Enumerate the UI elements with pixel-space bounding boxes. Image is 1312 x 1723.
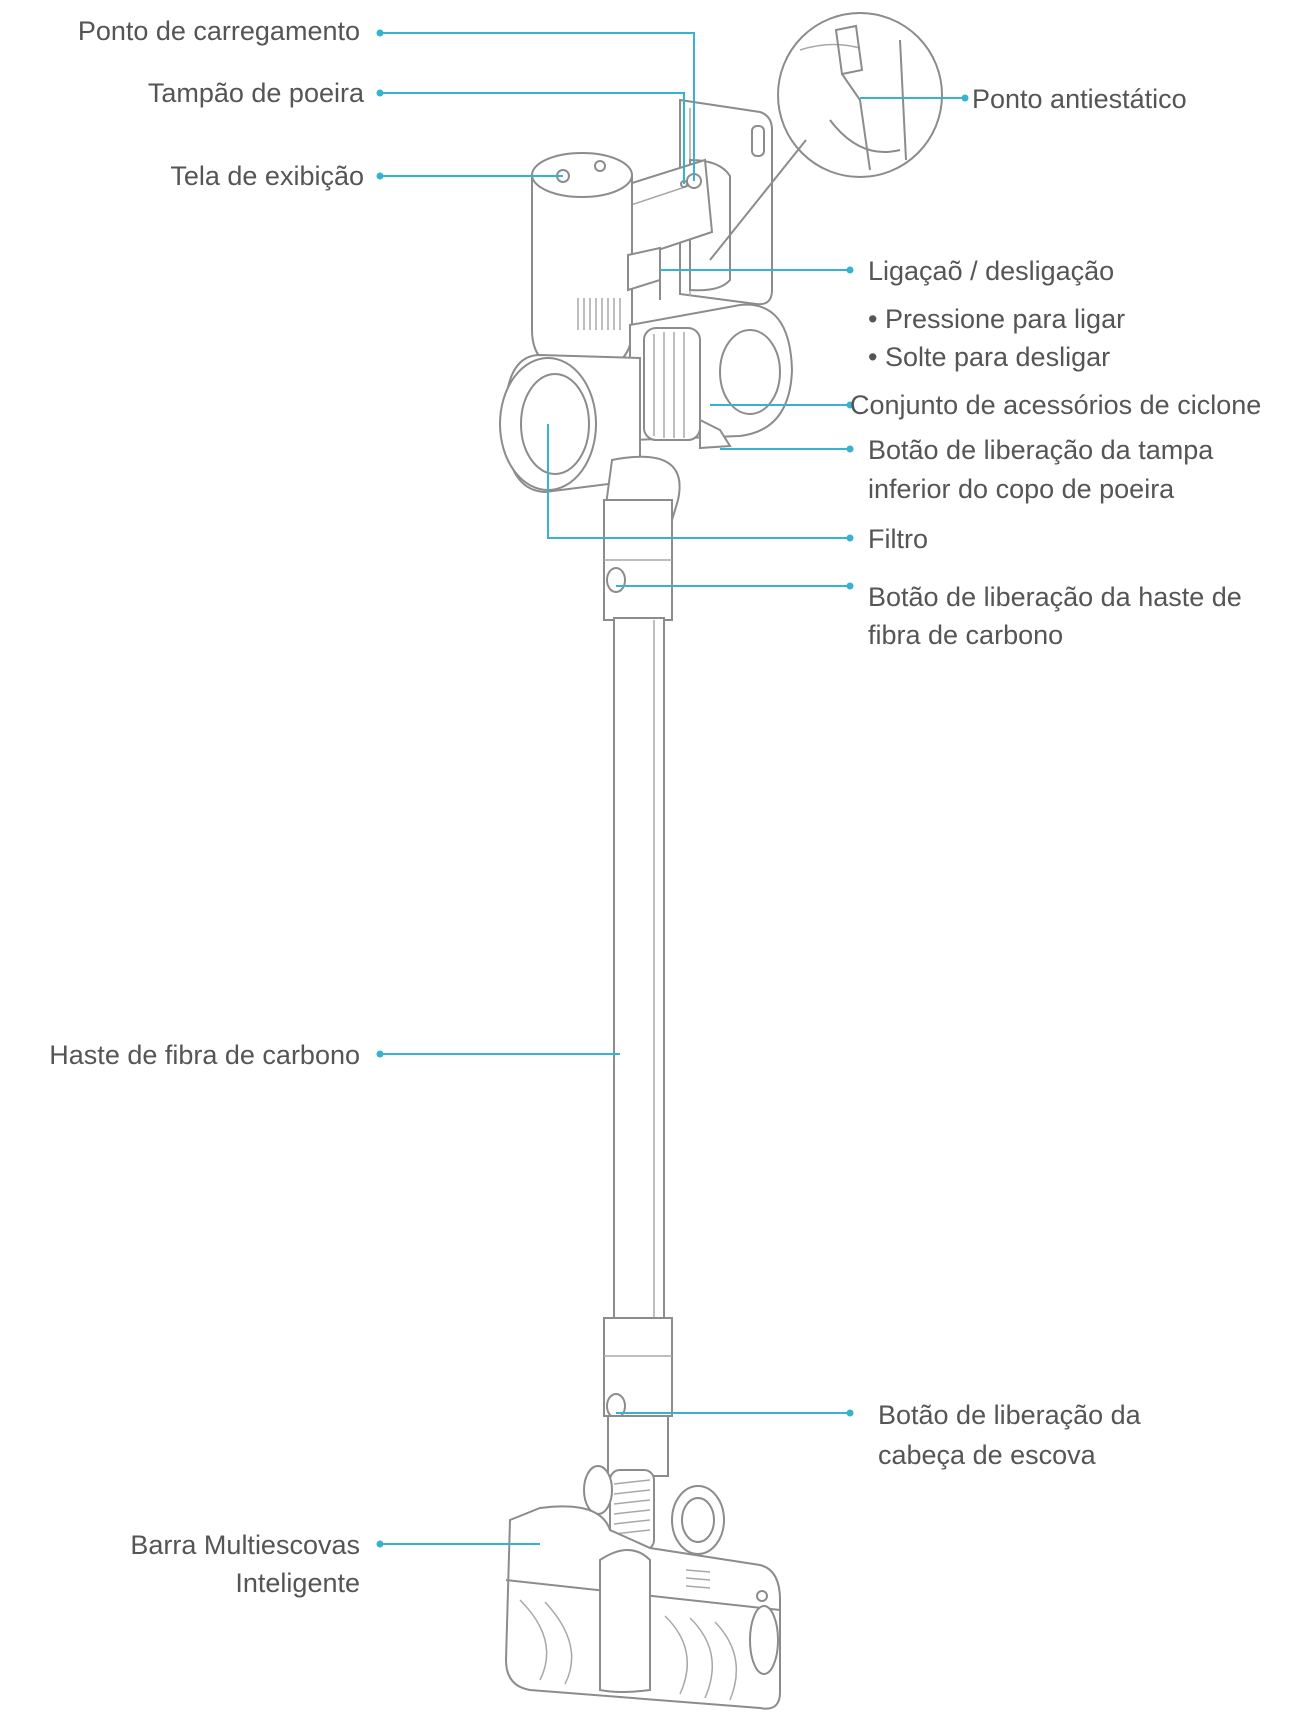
leader-lines (376, 29, 969, 1548)
label-dust-cup-release-line2: inferior do copo de poeira (868, 474, 1175, 504)
label-brush-bar-line1: Barra Multiescovas (130, 1530, 360, 1560)
antistatic-inset (709, 12, 943, 261)
display-housing (531, 152, 661, 374)
label-power-release: • Solte para desligar (868, 342, 1111, 372)
label-cyclone-assembly: Conjunto de acessórios de ciclone (850, 390, 1262, 420)
label-power-press: • Pressione para ligar (868, 304, 1126, 334)
lower-tube-connector (603, 1317, 673, 1477)
brush-joint (583, 1465, 725, 1555)
label-filter: Filtro (868, 524, 928, 554)
label-brush-bar-line2: Inteligente (235, 1568, 360, 1598)
label-charging-point: Ponto de carregamento (77, 16, 360, 46)
label-dust-cup-release-line1: Botão de liberação da tampa (868, 435, 1214, 465)
cyclone-body (629, 303, 794, 450)
label-brush-release-line1: Botão de liberação da (878, 1400, 1141, 1430)
filter-disc (499, 353, 641, 494)
label-tube-release-line2: fibra de carbono (868, 620, 1064, 650)
label-power-switch: Ligaçaõ / desligação (868, 256, 1115, 286)
label-tube-release-line1: Botão de liberação da haste de (868, 582, 1242, 612)
handle-arm (608, 158, 714, 264)
label-brush-release-line2: cabeça de escova (878, 1440, 1096, 1470)
vacuum-drawing (499, 12, 943, 1710)
carbon-tube (613, 617, 665, 1331)
label-display: Tela de exibição (170, 161, 364, 191)
brush-head (504, 1505, 781, 1710)
upper-tube-connector (603, 499, 673, 621)
label-carbon-tube: Haste de fibra de carbono (49, 1040, 360, 1070)
label-antistatic-point: Ponto antiestático (972, 84, 1187, 114)
label-dust-cap: Tampão de poeira (147, 78, 364, 108)
